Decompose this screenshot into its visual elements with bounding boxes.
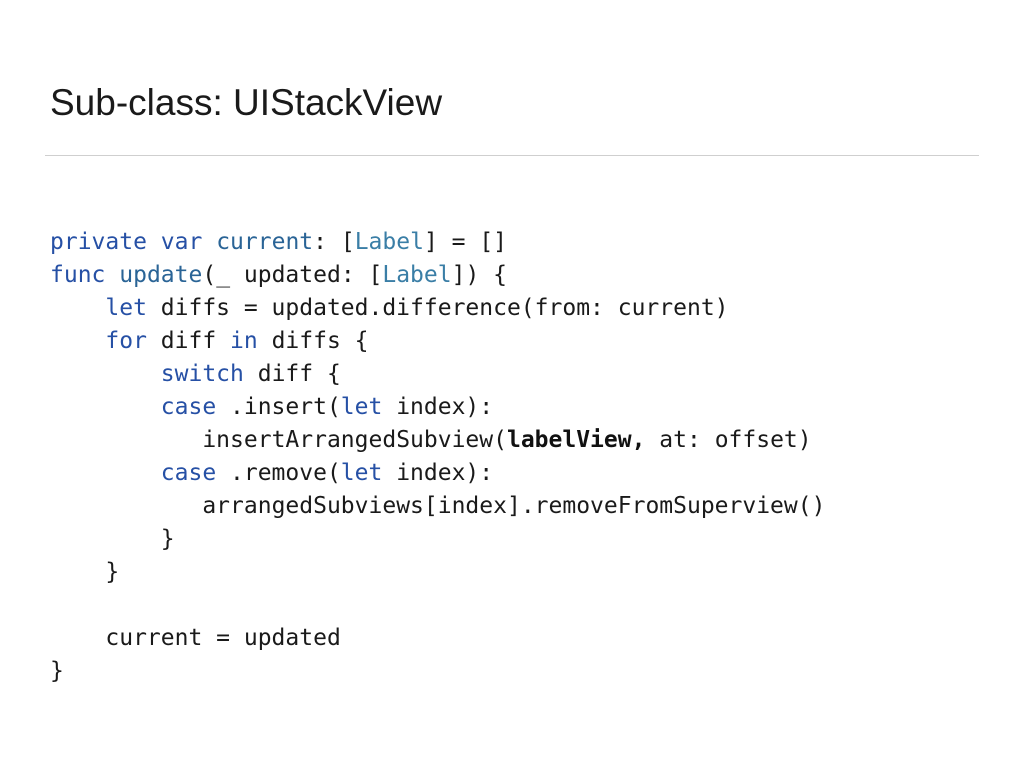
highlighted-argument: labelView, [506,427,646,453]
indent [50,493,202,519]
keyword: let [105,295,147,321]
code-text: (_ updated: [ [202,262,383,288]
code-text: diffs { [257,328,369,354]
code-text: } [50,658,64,684]
type-name: Label [382,262,452,288]
keyword: var [160,229,203,255]
code-line-2: func update(_ updated: [Label]) { [50,259,825,292]
code-line-6: case .insert(let index): [50,391,825,424]
code-text: index): [382,460,494,486]
code-text: .remove( [216,460,341,486]
type-name: Label [354,229,424,255]
indent [50,394,161,420]
code-text: diff [146,328,231,354]
code-line-9: arrangedSubviews[index].removeFromSuperv… [50,490,825,523]
keyword: let [340,394,383,420]
code-line-8: case .remove(let index): [50,457,825,490]
code-text: at: offset) [645,427,812,453]
code-text: current = updated [105,625,341,651]
keyword: for [105,328,147,354]
code-line-7: insertArrangedSubview(labelView, at: off… [50,424,825,457]
code-line-5: switch diff { [50,358,825,391]
code-block: private var current: [Label] = []func up… [50,226,825,688]
code-line-4: for diff in diffs { [50,325,825,358]
keyword: switch [160,361,244,387]
code-text: arrangedSubviews[index].removeFromSuperv… [202,493,826,519]
title-divider [45,155,979,156]
keyword: let [340,460,383,486]
code-line-12 [50,589,825,622]
keyword: private [50,229,147,255]
code-line-3: let diffs = updated.difference(from: cur… [50,292,825,325]
code-text: diffs = updated.difference(from: current… [146,295,729,321]
code-text: diff { [243,361,341,387]
code-line-14: } [50,655,825,688]
indent [50,427,202,453]
indent [50,460,161,486]
indent [50,625,105,651]
indent [50,361,161,387]
code-text: } [160,526,175,552]
indent [50,295,105,321]
code-text: insertArrangedSubview( [202,427,507,453]
code-text: ]) { [451,262,507,288]
indent [50,526,161,552]
keyword: case [160,460,217,486]
code-line-1: private var current: [Label] = [] [50,226,825,259]
function-name: update [119,262,203,288]
code-text: : [ [313,229,355,255]
keyword: func [50,262,106,288]
code-line-13: current = updated [50,622,825,655]
code-line-11: } [50,556,825,589]
keyword: case [160,394,217,420]
code-text: index): [382,394,494,420]
code-text: } [105,559,120,585]
indent [50,328,105,354]
identifier: current [216,229,314,255]
indent [50,559,105,585]
keyword: in [230,328,258,354]
code-text: .insert( [216,394,341,420]
code-text: ] = [] [423,229,508,255]
slide-title: Sub-class: UIStackView [50,82,443,123]
code-line-10: } [50,523,825,556]
